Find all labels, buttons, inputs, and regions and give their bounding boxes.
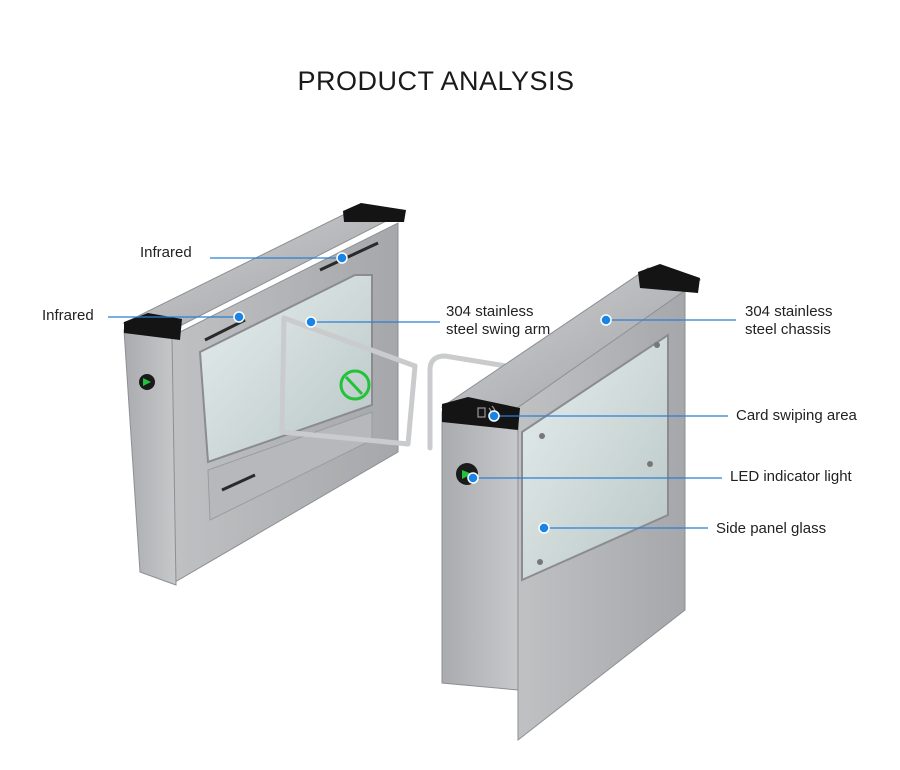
callout-infrared-left: Infrared [42, 307, 94, 324]
infrared-top-marker [336, 252, 348, 264]
callout-card-area: Card swiping area [736, 407, 857, 424]
callout-markers [233, 252, 612, 534]
passage-arrow-icon [339, 369, 371, 401]
glass-marker [538, 522, 550, 534]
callout-chassis: 304 stainless steel chassis [745, 303, 833, 339]
chassis-marker [600, 314, 612, 326]
right-end-cap [442, 397, 520, 430]
infrared-left-marker [233, 311, 245, 323]
callout-swing-arm-line2: steel swing arm [446, 321, 551, 338]
left-far-cap [343, 203, 406, 222]
left-end-cap [124, 313, 182, 340]
callout-led: LED indicator light [730, 468, 852, 485]
right-far-cap [638, 264, 700, 293]
page-title: PRODUCT ANALYSIS [297, 66, 575, 96]
swing-arm-graphic [279, 315, 418, 447]
callout-glass: Side panel glass [716, 520, 827, 537]
callout-chassis-line1: 304 stainless [745, 303, 833, 320]
callout-chassis-line2: steel chassis [745, 321, 831, 338]
callout-leaders [108, 257, 736, 529]
right-turnstile-unit [440, 264, 702, 742]
callout-swing-arm: 304 stainless steel swing arm [446, 303, 550, 339]
card-area-marker [488, 410, 500, 422]
callout-swing-arm-line1: 304 stainless [446, 303, 534, 320]
swing-arm-marker [305, 316, 317, 328]
led-marker [467, 472, 479, 484]
callout-infrared-top: Infrared [140, 244, 192, 261]
